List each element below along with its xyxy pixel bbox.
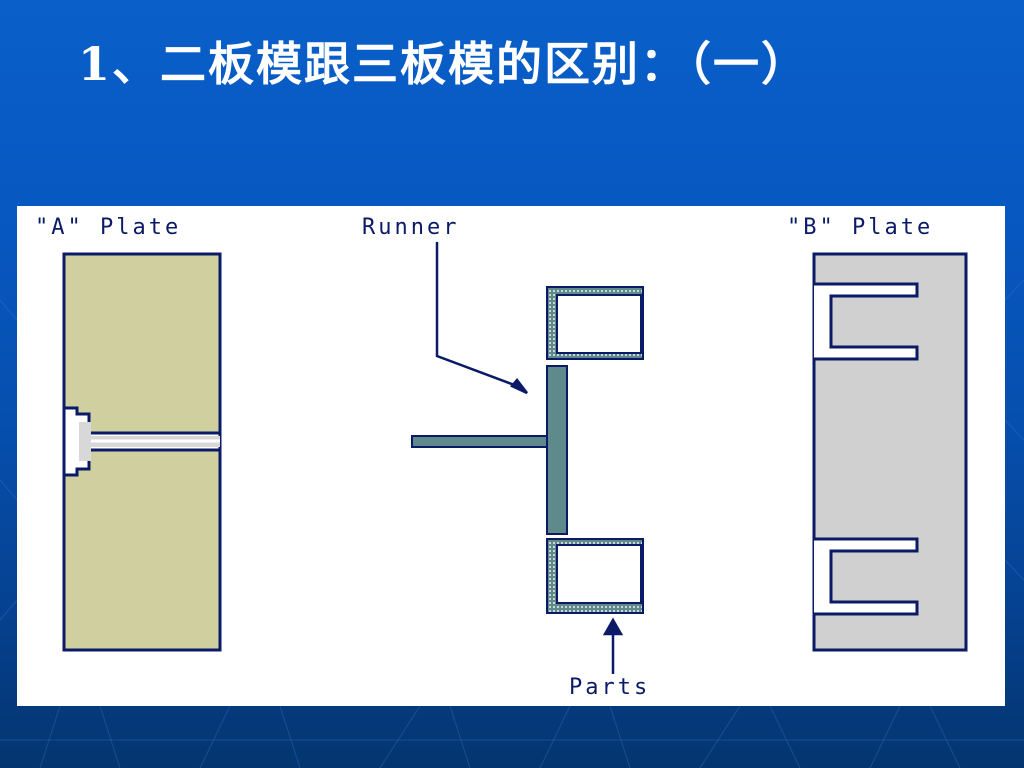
slide-title: 1、二板模跟三板模的区别：（一） [78, 37, 810, 91]
a-plate-label: "A" Plate [35, 215, 181, 240]
a-plate [62, 252, 222, 652]
mold-diagram-panel: "A" Plate Runner "B" Plate Parts [17, 206, 1005, 706]
b-plate [812, 252, 968, 652]
parts-arrow [602, 617, 624, 674]
runner-label: Runner [362, 215, 459, 240]
parts-label: Parts [569, 675, 650, 700]
b-plate-label: "B" Plate [787, 215, 933, 240]
runner-system [411, 286, 644, 614]
runner-arrow [435, 242, 528, 395]
